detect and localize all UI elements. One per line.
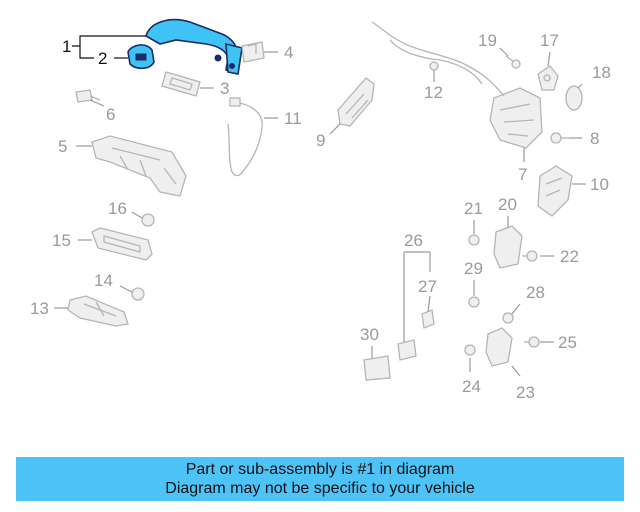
callout-24: 24 [462, 377, 481, 396]
callout-21: 21 [464, 199, 483, 218]
callout-7: 7 [518, 165, 527, 184]
callout-10: 10 [590, 175, 609, 194]
part-12-cable [371, 21, 505, 97]
part-15-bezel [91, 227, 153, 261]
part-30-clip [363, 355, 391, 381]
part-3-handle-bracket [161, 71, 201, 97]
part-26-connector-assembly [397, 309, 435, 361]
part-13-inside-handle [67, 295, 129, 327]
callout-16: 16 [108, 199, 127, 218]
callout-29: 29 [464, 259, 483, 278]
part-20-bracket [493, 225, 523, 269]
callout-19: 19 [478, 31, 497, 50]
callout-14: 14 [94, 271, 113, 290]
callout-2: 2 [98, 49, 107, 68]
callout-18: 18 [592, 63, 611, 82]
part-22-bolt [522, 250, 538, 262]
part-9-bracket [337, 77, 375, 127]
info-banner: Part or sub-assembly is #1 in diagram Di… [16, 457, 624, 501]
part-18-plug [565, 85, 583, 111]
banner-line-1: Part or sub-assembly is #1 in diagram [185, 461, 455, 478]
callout-12: 12 [424, 83, 443, 102]
part-10-latch-cover [537, 165, 573, 217]
callout-6: 6 [106, 105, 115, 124]
callout-15: 15 [52, 231, 71, 250]
part-7-latch [489, 87, 543, 149]
part-21-bolt [468, 234, 480, 246]
leader-lines [54, 35, 586, 377]
callout-8: 8 [590, 129, 599, 148]
callout-27: 27 [418, 277, 437, 296]
callout-20: 20 [498, 195, 517, 214]
banner-line-2: Diagram may not be specific to your vehi… [165, 480, 475, 497]
part-23-bracket [485, 327, 513, 367]
callout-22: 22 [560, 247, 579, 266]
callout-17: 17 [540, 31, 559, 50]
callout-3: 3 [220, 79, 229, 98]
part-24-bolt [464, 344, 476, 356]
part-8-screw [550, 132, 570, 144]
part-5-frame [91, 135, 187, 197]
part-17-striker [537, 65, 559, 91]
part-16-screw [141, 213, 155, 227]
callout-13: 13 [30, 299, 49, 318]
callout-labels: 1 2 3 4 5 6 7 8 9 10 11 12 13 14 15 16 1… [30, 31, 611, 402]
part-1-outside-handle[interactable] [145, 18, 243, 75]
part-28-bolt [502, 312, 514, 324]
part-29-bolt [468, 296, 480, 308]
part-2-handle-gasket[interactable] [127, 44, 155, 70]
callout-9: 9 [316, 131, 325, 150]
callout-23: 23 [516, 383, 535, 402]
part-11-cable [227, 97, 263, 177]
callout-30: 30 [360, 325, 379, 344]
callout-28: 28 [526, 283, 545, 302]
part-14-screw [131, 287, 145, 301]
part-6-bolt [75, 89, 101, 103]
callout-25: 25 [558, 333, 577, 352]
part-25-bolt [524, 336, 540, 348]
callout-4: 4 [284, 43, 293, 62]
part-19-bolt [505, 55, 521, 69]
callout-1: 1 [62, 37, 71, 56]
callout-26: 26 [404, 231, 423, 250]
part-4-cap [241, 41, 265, 63]
callout-5: 5 [58, 137, 67, 156]
callout-11: 11 [284, 109, 302, 128]
